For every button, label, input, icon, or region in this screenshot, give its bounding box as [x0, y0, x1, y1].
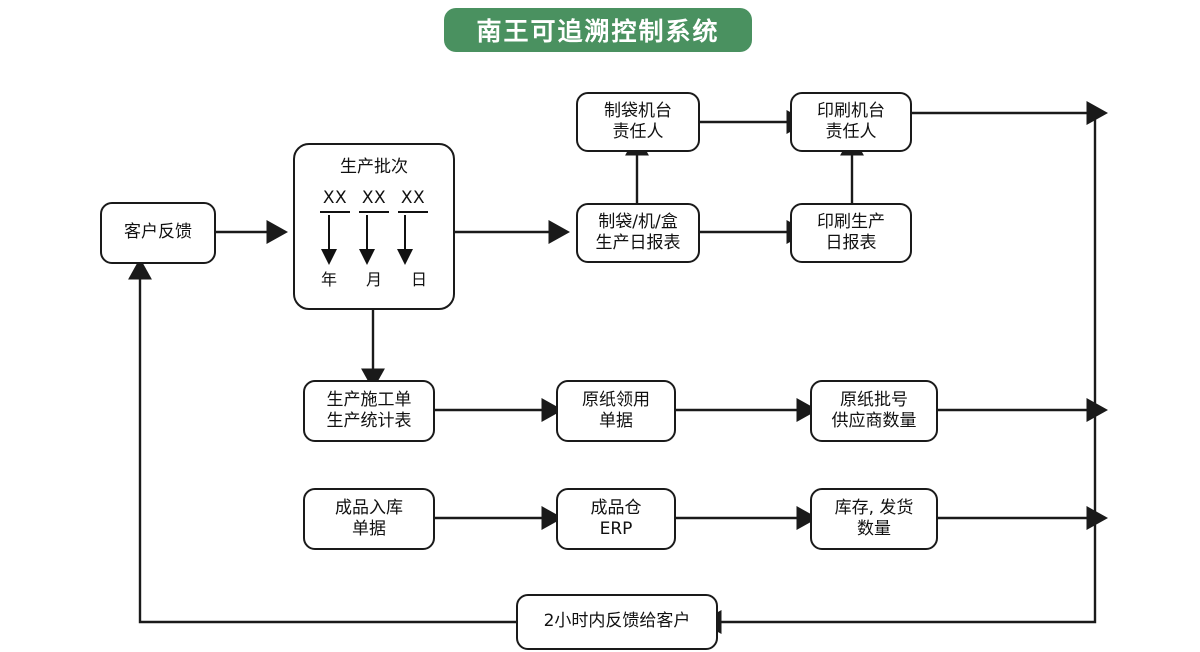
node-finished-goods-erp[interactable]: 成品仓 ERP — [556, 488, 676, 550]
batch-code-year: XX — [320, 188, 350, 213]
node-print-daily-report[interactable]: 印刷生产 日报表 — [790, 203, 912, 263]
node-finished-goods-inbound[interactable]: 成品入库 单据 — [303, 488, 435, 550]
node-stock-shipment-line2: 数量 — [857, 519, 891, 539]
batch-down-arrows — [318, 214, 430, 267]
node-customer-feedback-label: 客户反馈 — [124, 222, 192, 243]
node-print-machine-owner-line1: 印刷机台 — [817, 100, 885, 121]
batch-unit-day: 日 — [410, 269, 427, 289]
batch-arrow-year-icon — [321, 214, 337, 265]
node-print-daily-report-line2: 日报表 — [825, 233, 877, 253]
node-paper-batch-supplier[interactable]: 原纸批号 供应商数量 — [810, 380, 938, 442]
batch-arrow-month-icon — [359, 214, 375, 265]
node-paper-batch-supplier-line2: 供应商数量 — [831, 411, 917, 431]
batch-code-placeholders: XX XX XX — [320, 188, 428, 213]
node-customer-feedback[interactable]: 客户反馈 — [100, 202, 216, 264]
node-paper-requisition-line2: 单据 — [599, 411, 633, 431]
batch-unit-month: 月 — [365, 269, 382, 289]
batch-unit-labels: 年 月 日 — [318, 270, 430, 290]
node-production-worksheet[interactable]: 生产施工单 生产统计表 — [303, 380, 435, 442]
node-print-machine-owner-line2: 责任人 — [825, 122, 877, 142]
node-paper-requisition-line1: 原纸领用 — [582, 389, 650, 410]
node-production-worksheet-line2: 生产统计表 — [326, 411, 412, 431]
node-feedback-two-hours[interactable]: 2小时内反馈给客户 — [516, 594, 718, 650]
batch-code-month: XX — [359, 188, 389, 213]
node-finished-goods-inbound-line2: 单据 — [352, 519, 386, 539]
batch-arrow-day-icon — [397, 214, 413, 265]
node-finished-goods-inbound-line1: 成品入库 — [335, 497, 403, 518]
node-print-daily-report-line1: 印刷生产 — [817, 211, 885, 232]
node-bag-machine-owner-line1: 制袋机台 — [604, 100, 672, 121]
node-stock-shipment[interactable]: 库存, 发货 数量 — [810, 488, 938, 550]
node-paper-requisition[interactable]: 原纸领用 单据 — [556, 380, 676, 442]
batch-code-day: XX — [398, 188, 428, 213]
node-bag-daily-report-line1: 制袋/机/盒 — [598, 211, 678, 232]
edge-feedbackbox-to-customer — [128, 258, 516, 624]
node-finished-goods-erp-line2: ERP — [599, 519, 633, 539]
page-title: 南王可追溯控制系统 — [444, 8, 752, 52]
node-production-worksheet-line1: 生产施工单 — [326, 389, 412, 410]
node-stock-shipment-line1: 库存, 发货 — [834, 497, 914, 518]
node-production-batch-title: 生产批次 — [340, 157, 408, 177]
node-finished-goods-erp-line1: 成品仓 — [590, 497, 642, 518]
node-print-machine-owner[interactable]: 印刷机台 责任人 — [790, 92, 912, 152]
batch-unit-year: 年 — [321, 269, 338, 289]
node-feedback-two-hours-label: 2小时内反馈给客户 — [543, 611, 691, 632]
node-bag-machine-owner-line2: 责任人 — [612, 122, 664, 142]
node-bag-machine-owner[interactable]: 制袋机台 责任人 — [576, 92, 700, 152]
node-bag-daily-report-line2: 生产日报表 — [595, 233, 681, 253]
node-paper-batch-supplier-line1: 原纸批号 — [840, 389, 908, 410]
node-production-batch[interactable]: 生产批次 XX XX XX 年 月 日 — [293, 143, 455, 310]
node-bag-daily-report[interactable]: 制袋/机/盒 生产日报表 — [576, 203, 700, 263]
